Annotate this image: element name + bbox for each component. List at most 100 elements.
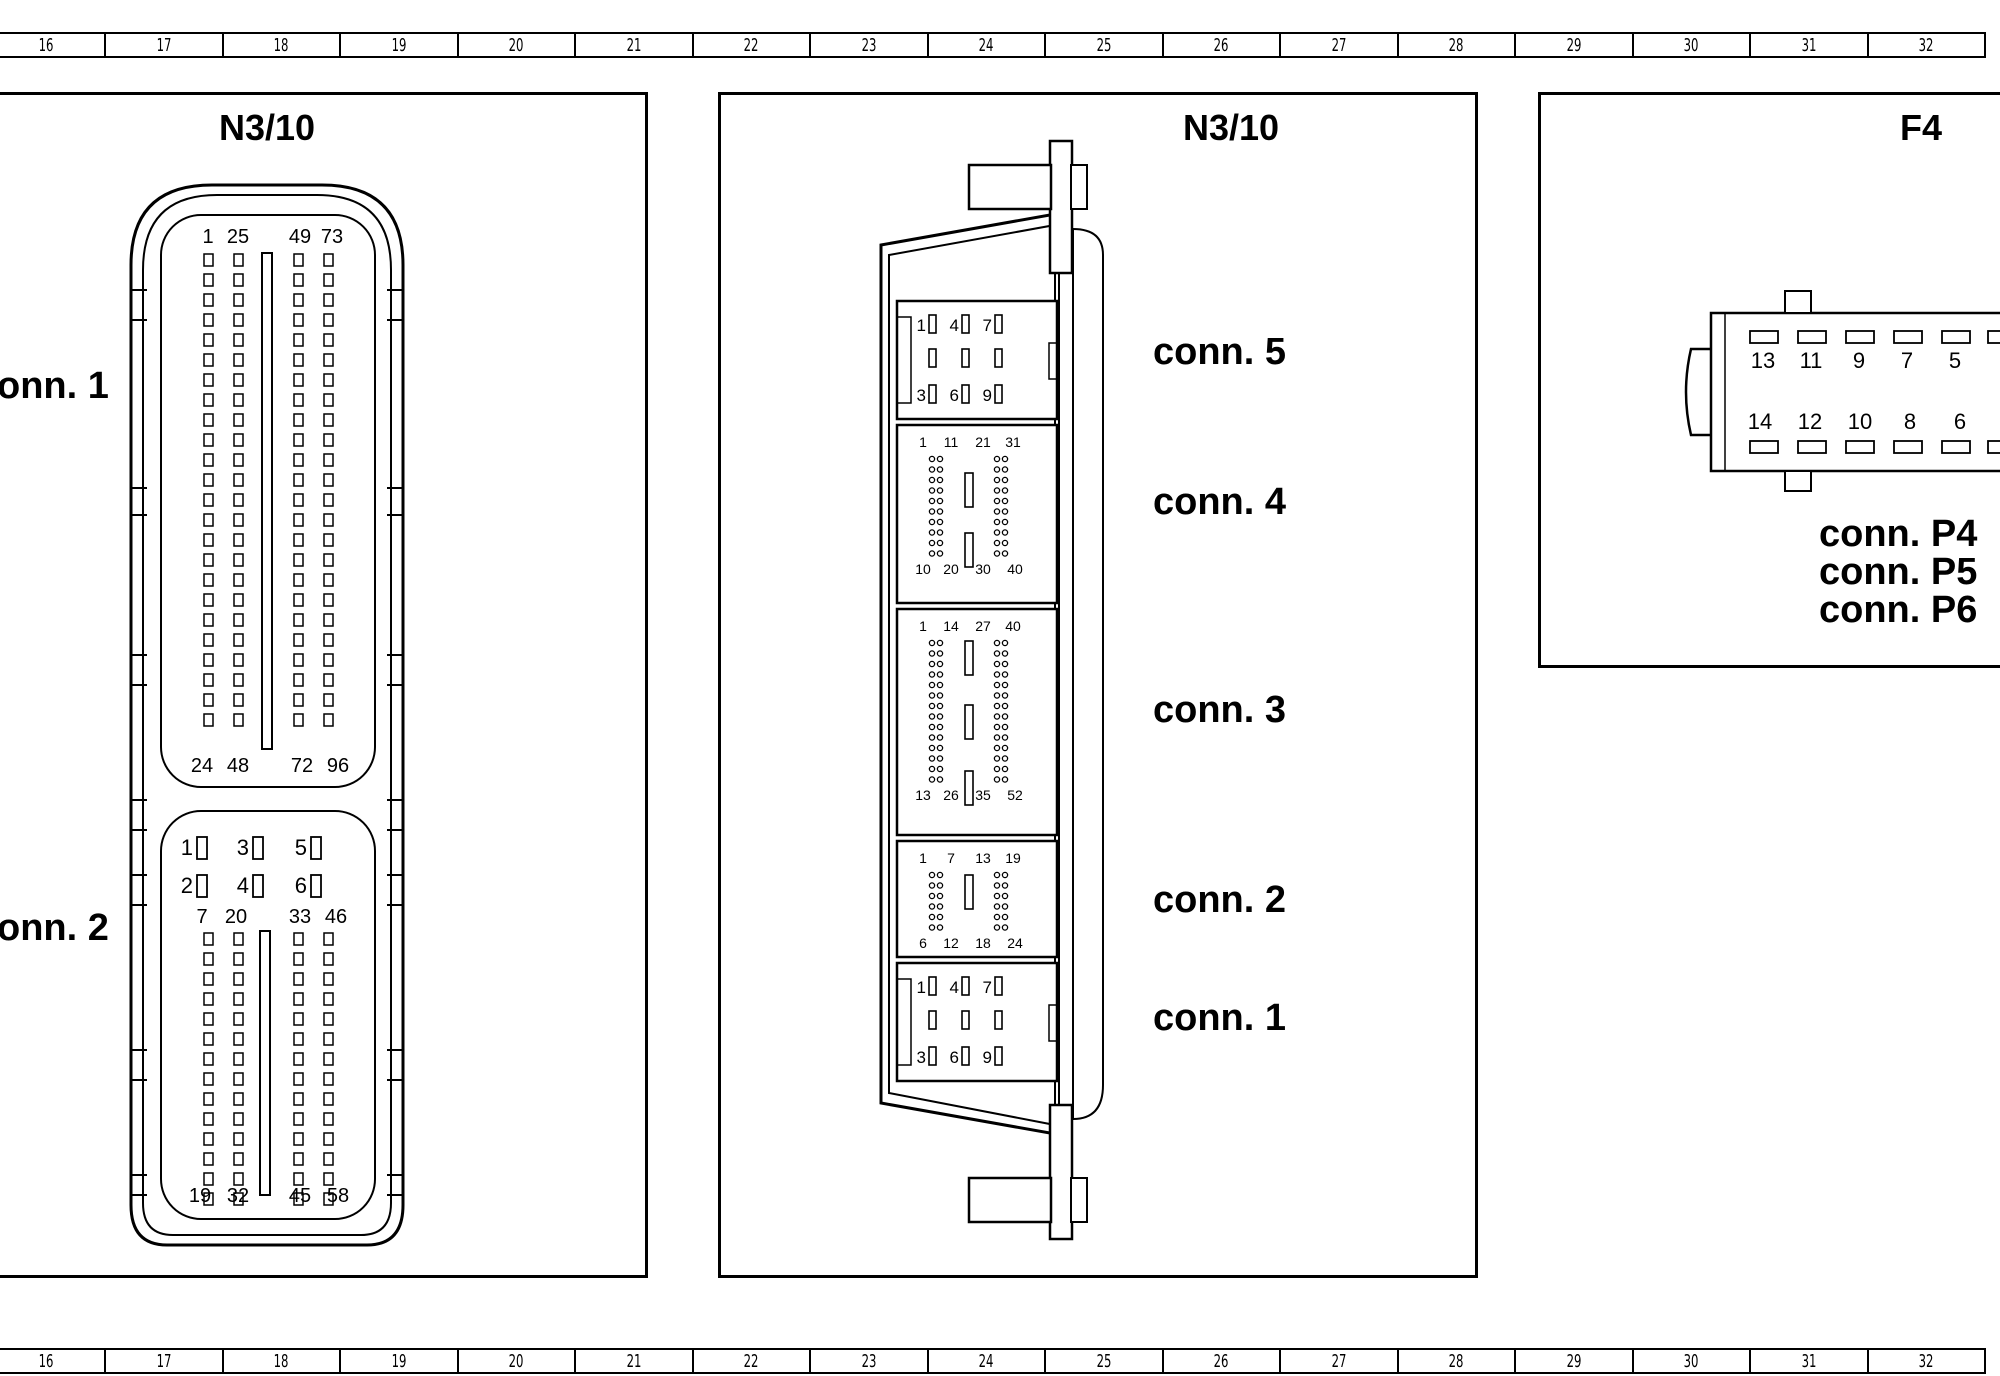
- ruler-bottom-border: [0, 56, 1986, 58]
- conn-p6-label: conn. P6: [1819, 589, 1978, 631]
- conn1-compartment: [160, 214, 376, 788]
- pin-contact: [293, 513, 304, 527]
- pin-label: 73: [321, 226, 343, 248]
- pin-contact: [293, 573, 304, 587]
- ruler-column-label: 21: [626, 35, 641, 56]
- pin-contact: [233, 573, 244, 587]
- pin-contact: [233, 1152, 244, 1166]
- pin-label: 19: [189, 1185, 211, 1207]
- pin-label: 96: [327, 755, 349, 777]
- pin-contact: [928, 539, 936, 547]
- pin-contact: [203, 1092, 214, 1106]
- ruler-tick: [1396, 32, 1399, 58]
- pin-contact: [928, 529, 936, 536]
- pin-contact: [994, 348, 1003, 368]
- pin-contact: [293, 473, 304, 487]
- pin-contact: [203, 1172, 214, 1186]
- pin-label: 4: [950, 316, 959, 335]
- pin-contact: [233, 553, 244, 567]
- pin-contact: [293, 992, 304, 1006]
- pin-label: 4: [950, 978, 959, 997]
- pin-contact: [203, 373, 214, 387]
- pin-contact: [310, 874, 322, 898]
- pin-contact: [1001, 734, 1009, 741]
- pin-contact: [993, 713, 1001, 720]
- ruler-column-label: 29: [1566, 35, 1581, 56]
- pin-contact: [323, 1112, 334, 1126]
- pin-contact: [994, 976, 1003, 996]
- ruler-tick: [1279, 32, 1281, 58]
- conn-p5-label: conn. P5: [1819, 551, 1978, 593]
- pin-contact: [196, 836, 208, 860]
- pin-contact: [323, 333, 334, 347]
- ruler-tick: [104, 1348, 106, 1374]
- pin-contact: [928, 1010, 937, 1030]
- pin-contact: [993, 487, 1001, 494]
- pin-contact: [293, 653, 304, 667]
- pin-contact: [936, 776, 944, 783]
- ruler-column-label: 31: [1801, 35, 1816, 56]
- pin-contact: [203, 952, 214, 966]
- pin-contact: [928, 671, 936, 678]
- pin-contact: [936, 539, 944, 547]
- pin-contact: [993, 734, 1001, 741]
- pin-label: 40: [1007, 561, 1023, 577]
- ruler-column-label: 18: [273, 35, 289, 56]
- ruler-column-label: 22: [743, 35, 759, 56]
- pin-label: 45: [289, 1185, 311, 1207]
- mount-tab: [1070, 1177, 1088, 1223]
- pin-contact: [293, 413, 304, 427]
- pin-contact: [323, 1092, 334, 1106]
- pin-contact: [323, 673, 334, 687]
- ruler-column-label: 16: [38, 35, 54, 56]
- pin-contact: [928, 476, 936, 484]
- pin-label: 49: [289, 226, 311, 248]
- ruler-column-label: 27: [1331, 35, 1346, 56]
- conn3-block: [895, 607, 1059, 837]
- pin-label: 5: [1949, 348, 1961, 373]
- pin-contact: [936, 765, 944, 773]
- pin-label: 21: [975, 434, 991, 450]
- pin-contact: [323, 1032, 334, 1046]
- pin-contact: [293, 493, 304, 507]
- pin-contact: [233, 613, 244, 627]
- ruler-tick: [456, 32, 459, 58]
- pin-contact: [293, 1172, 304, 1186]
- pin-contact: [293, 1052, 304, 1066]
- pin-contact: [928, 508, 936, 515]
- pin-label: 20: [225, 906, 247, 928]
- ruler-column-label: 28: [1448, 1351, 1464, 1372]
- pin-label: 26: [943, 787, 959, 803]
- pin-contact: [993, 892, 1001, 900]
- pin-contact: [928, 455, 936, 463]
- pin-contact: [1001, 702, 1009, 710]
- pin-contact: [203, 1152, 214, 1166]
- pin-contact: [993, 518, 1001, 526]
- pin-contact: [936, 681, 944, 689]
- pin-label: 32: [227, 1185, 249, 1207]
- pin-contact: [293, 693, 304, 707]
- pin-contact: [323, 693, 334, 707]
- pin-contact: [203, 1112, 214, 1126]
- flange-edge: [1072, 228, 1104, 1120]
- pin-contact: [928, 723, 936, 731]
- pin-contact: [233, 593, 244, 607]
- pin-contact: [293, 313, 304, 327]
- ruler-column-label: 25: [1096, 35, 1111, 56]
- pin-contact: [293, 253, 304, 267]
- pin-contact: [203, 413, 214, 427]
- pin-contact: [1941, 440, 1971, 454]
- pin-contact: [293, 433, 304, 447]
- ruler-tick: [1631, 32, 1634, 58]
- pin-contact: [993, 639, 1001, 647]
- pin-contact: [1893, 440, 1923, 454]
- pin-contact: [233, 1192, 244, 1206]
- pin-contact: [233, 932, 244, 946]
- pin-label: 14: [1748, 409, 1772, 434]
- key-tab: [1784, 470, 1812, 492]
- pin-label: 7: [983, 316, 992, 335]
- pin-contact: [936, 487, 944, 494]
- pin-contact: [928, 882, 936, 889]
- pin-contact: [203, 493, 214, 507]
